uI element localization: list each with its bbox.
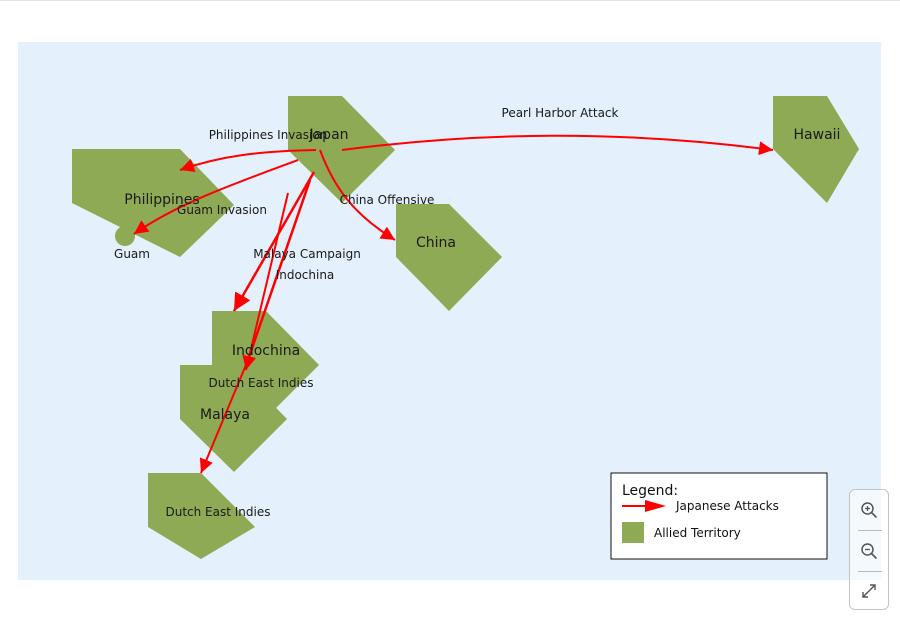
territory-philippines[interactable] <box>72 149 234 257</box>
zoom-separator <box>858 571 882 572</box>
attack-arrow-guam[interactable] <box>133 159 299 235</box>
zoom-out-button[interactable] <box>850 531 888 571</box>
top-divider <box>0 0 900 1</box>
territory-shape <box>773 96 859 203</box>
territory-label-dutch-east-indies: Dutch East Indies <box>165 505 270 519</box>
territory-hawaii[interactable] <box>773 96 859 203</box>
territory-label-malaya: Malaya <box>200 407 250 423</box>
legend: Legend: Japanese Attacks Allied Territor… <box>610 472 828 560</box>
legend-label-territory: Allied Territory <box>654 526 741 540</box>
zoom-in-icon <box>861 502 877 518</box>
territory-shape <box>115 226 135 246</box>
legend-arrow-head-icon <box>645 500 666 512</box>
attack-label-philippines-invasion: Philippines Invasion <box>209 128 328 142</box>
attack-label-guam-invasion: Guam Invasion <box>177 203 267 217</box>
attack-line-malaya-trunk <box>246 179 312 361</box>
territory-shape <box>148 473 255 559</box>
attack-label-dutch-east-indies: Dutch East Indies <box>208 376 313 390</box>
territory-label-china: China <box>416 235 456 251</box>
attack-arrow-china[interactable] <box>319 149 396 241</box>
territory-dutch-east-indies[interactable] <box>148 473 255 559</box>
territory-label-guam: Guam <box>114 247 150 261</box>
zoom-in-button[interactable] <box>850 490 888 530</box>
legend-title: Legend: <box>622 483 678 499</box>
legend-territory-swatch <box>622 522 644 543</box>
territory-shape <box>180 365 287 472</box>
territory-label-philippines: Philippines <box>124 192 199 208</box>
legend-box <box>610 472 828 560</box>
legend-label-attacks: Japanese Attacks <box>675 499 779 513</box>
territory-shape <box>396 204 502 311</box>
fit-view-button[interactable] <box>850 571 888 611</box>
zoom-out-icon <box>861 543 877 559</box>
territory-china[interactable] <box>396 204 502 311</box>
attack-label-indochina: Indochina <box>276 268 335 282</box>
territory-label-indochina: Indochina <box>232 343 300 359</box>
attack-arrow-philippines[interactable] <box>179 149 317 172</box>
territory-guam[interactable] <box>115 226 135 246</box>
attack-label-pearl-harbor: Pearl Harbor Attack <box>502 106 619 120</box>
territory-japan[interactable] <box>288 96 395 203</box>
attack-arrow-indochina[interactable] <box>232 171 316 312</box>
territory-label-japan: Japan <box>308 127 348 143</box>
attack-arrow-hawaii[interactable] <box>341 134 774 156</box>
attack-label-china-offensive: China Offensive <box>340 193 435 207</box>
territory-label-hawaii: Hawaii <box>794 127 841 143</box>
territory-malaya[interactable] <box>180 365 287 472</box>
territory-shape <box>72 149 234 257</box>
zoom-separator <box>858 530 882 531</box>
attack-label-malaya-campaign: Malaya Campaign <box>253 247 361 261</box>
zoom-controls <box>849 489 889 610</box>
territory-shape <box>288 96 395 203</box>
attack-arrow-malaya[interactable] <box>242 192 289 371</box>
expand-icon <box>862 584 876 598</box>
attack-arrow-dutch-east-indies[interactable] <box>199 359 249 474</box>
